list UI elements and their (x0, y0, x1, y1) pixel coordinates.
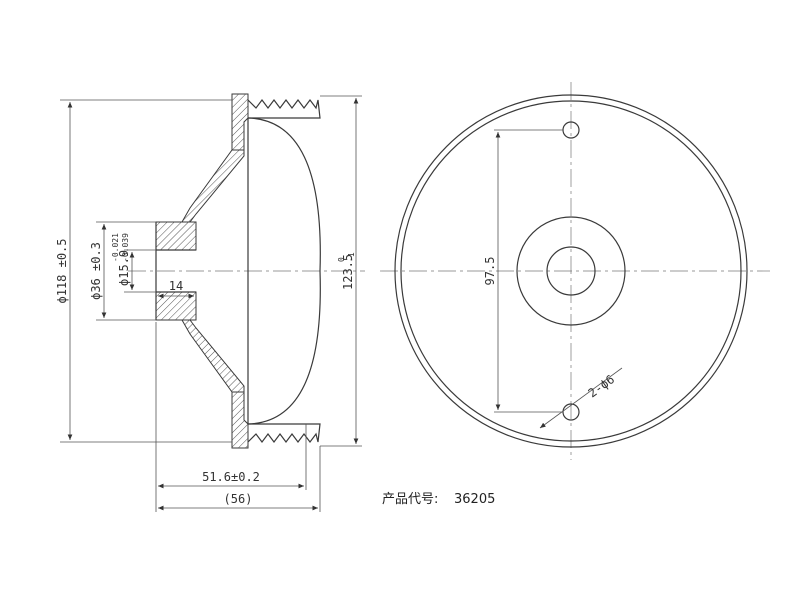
dim-depth: 51.6±0.2 (202, 470, 260, 484)
dim-hub-dia: ϕ36 ±0.3 (89, 242, 103, 300)
dim-hole-spacing: 97.5 (483, 257, 497, 286)
product-code-value: 36205 (454, 492, 495, 507)
dim-overall-len: (56) (224, 492, 253, 506)
product-code: 产品代号: 36205 (382, 492, 495, 507)
outer-circle-inner (400, 100, 742, 442)
leader-holes (539, 367, 623, 429)
section-view: ϕ118 ±0.5 ϕ36 ±0.3 ϕ15.9 -0.021 -0.039 1… (55, 93, 365, 512)
bore-circle (546, 246, 596, 296)
groove-band-top (247, 99, 321, 119)
dim-bore-len: 14 (169, 279, 183, 293)
rim-top-flange (231, 93, 249, 151)
rim-outer-curve (247, 117, 321, 425)
product-code-label: 产品代号: (382, 492, 438, 507)
hub-top (155, 221, 197, 251)
web-bottom (181, 319, 245, 393)
dim-groove-tol-upper: 0 (337, 257, 346, 262)
dim-holes: 2-ϕ6 (586, 372, 618, 400)
dim-bore-dia: ϕ15.9 (117, 250, 131, 286)
dim-bore-tol-lower: -0.039 (121, 233, 130, 262)
rim-bottom-flange (231, 391, 249, 449)
hub-circle (516, 216, 626, 326)
groove-band-bottom (247, 423, 321, 443)
outer-circle (394, 94, 748, 448)
dim-bore-tol-upper: -0.021 (111, 233, 120, 262)
dim-overall-dia: ϕ118 ±0.5 (55, 238, 69, 303)
front-view: 97.5 2-ϕ6 (380, 82, 770, 460)
dim-groove-dia: 123.5 (341, 254, 355, 290)
dim-groove-tol-lower: -1 (347, 252, 356, 262)
web-top (181, 149, 245, 223)
